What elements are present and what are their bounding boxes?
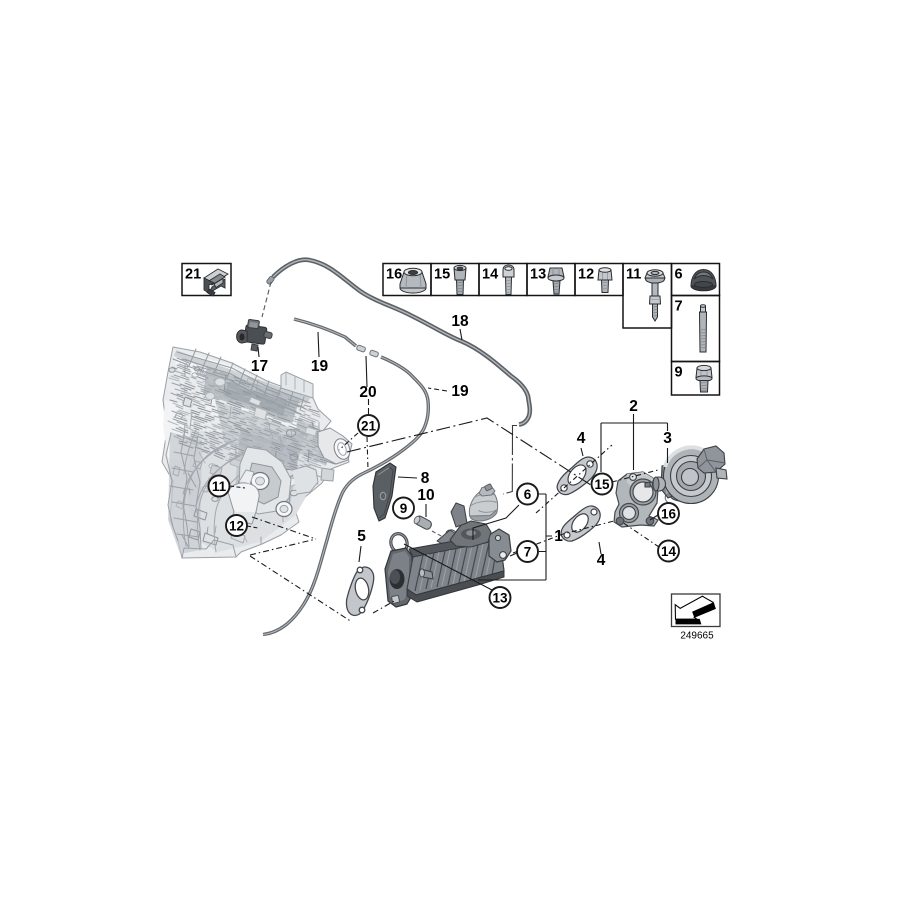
svg-text:13: 13: [530, 267, 546, 283]
svg-text:21: 21: [185, 267, 201, 283]
svg-text:17: 17: [251, 358, 268, 375]
svg-text:3: 3: [663, 430, 672, 447]
svg-text:12: 12: [578, 267, 594, 283]
svg-text:15: 15: [594, 477, 610, 492]
svg-text:6: 6: [675, 267, 683, 283]
svg-text:12: 12: [229, 519, 244, 534]
svg-text:9: 9: [400, 501, 408, 516]
svg-text:7: 7: [524, 545, 532, 560]
svg-text:2: 2: [629, 398, 638, 415]
svg-text:1: 1: [554, 528, 563, 545]
svg-text:16: 16: [386, 267, 402, 283]
svg-text:4: 4: [597, 552, 606, 569]
svg-text:4: 4: [577, 430, 586, 447]
svg-text:14: 14: [482, 267, 498, 283]
svg-text:9: 9: [675, 365, 683, 381]
svg-text:19: 19: [311, 358, 329, 375]
svg-text:7: 7: [675, 299, 683, 315]
svg-text:16: 16: [661, 507, 677, 522]
svg-text:18: 18: [451, 313, 469, 330]
svg-text:6: 6: [524, 487, 532, 502]
svg-text:11: 11: [212, 479, 227, 494]
svg-text:249665: 249665: [680, 631, 714, 642]
svg-text:20: 20: [359, 384, 376, 401]
svg-text:14: 14: [661, 544, 677, 559]
svg-text:13: 13: [492, 591, 508, 606]
svg-text:15: 15: [434, 267, 450, 283]
svg-text:19: 19: [451, 383, 469, 400]
svg-text:11: 11: [626, 267, 641, 283]
svg-text:10: 10: [417, 487, 434, 504]
svg-text:5: 5: [357, 528, 366, 545]
svg-text:21: 21: [361, 419, 377, 434]
svg-text:8: 8: [421, 470, 430, 487]
